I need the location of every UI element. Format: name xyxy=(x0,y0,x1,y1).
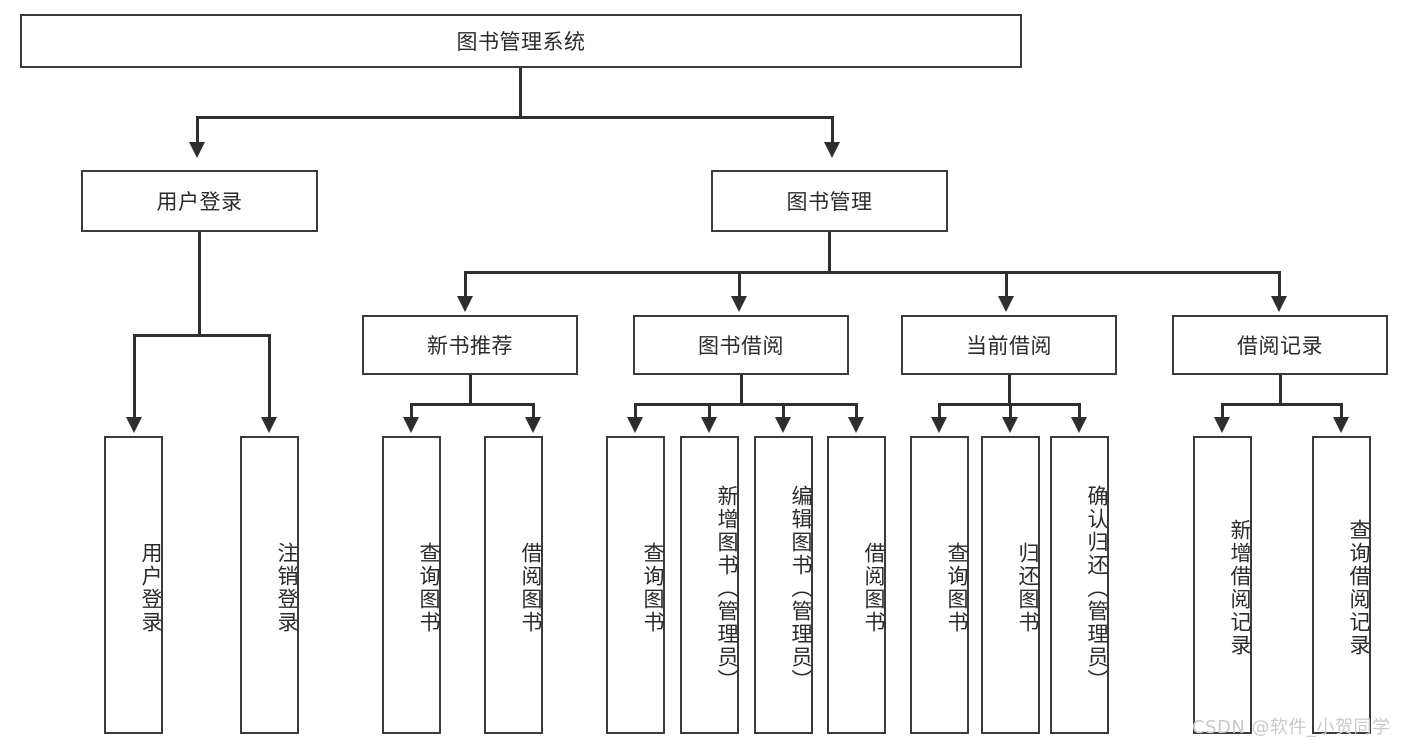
connector-to-leaf-query-book-3 xyxy=(938,403,941,418)
arrowhead-leaf-borrow-book-1 xyxy=(525,417,541,433)
connector-book-borrow-bus xyxy=(634,403,858,406)
node-user-login[interactable]: 用户登录 xyxy=(81,170,318,232)
arrowhead-leaf-user-login xyxy=(126,417,142,433)
connector-borrow-record-stem xyxy=(1279,375,1282,405)
connector-borrow-record-bus xyxy=(1221,403,1343,406)
leaf-node-edit-book[interactable]: 编辑图书（管理员） xyxy=(754,436,813,734)
leaf-node-add-record[interactable]: 新增借阅记录 xyxy=(1193,436,1252,734)
leaf-node-query-record[interactable]: 查询借阅记录 xyxy=(1312,436,1371,734)
connector-to-leaf-edit-book xyxy=(782,403,785,418)
connector-user-login-bus xyxy=(133,334,271,337)
node-label: 用户登录 xyxy=(139,542,163,634)
node-label: 借阅图书 xyxy=(519,542,543,634)
connector-to-leaf-user-login xyxy=(133,334,136,418)
connector-new-book-recommend-stem xyxy=(469,375,472,405)
node-label: 新书推荐 xyxy=(427,334,513,358)
arrowhead-leaf-return-book xyxy=(1002,417,1018,433)
connector-book-management-bus xyxy=(464,271,1281,274)
connector-book-management-stem xyxy=(828,232,831,273)
node-label: 编辑图书（管理员） xyxy=(789,484,813,692)
watermark-text: CSDN @软件_小贺同学 xyxy=(1192,717,1391,738)
node-label: 查询图书 xyxy=(641,542,665,634)
arrowhead-leaf-add-book xyxy=(701,417,717,433)
connector-to-leaf-add-book xyxy=(708,403,711,418)
node-label: 借阅记录 xyxy=(1237,334,1323,358)
node-book-management[interactable]: 图书管理 xyxy=(711,170,948,232)
connector-to-leaf-confirm-return xyxy=(1078,403,1081,418)
leaf-node-return-book[interactable]: 归还图书 xyxy=(981,436,1040,734)
arrowhead-leaf-borrow-book-2 xyxy=(848,417,864,433)
arrowhead-borrow-record xyxy=(1271,296,1287,312)
node-label: 图书管理系统 xyxy=(456,30,586,54)
node-label: 查询借阅记录 xyxy=(1347,519,1371,657)
node-label: 新增图书（管理员） xyxy=(715,484,739,692)
leaf-node-query-book-1[interactable]: 查询图书 xyxy=(382,436,441,734)
node-label: 注销登录 xyxy=(275,542,299,634)
leaf-node-query-book-3[interactable]: 查询图书 xyxy=(910,436,969,734)
node-label: 查询图书 xyxy=(945,542,969,634)
node-label: 借阅图书 xyxy=(862,542,886,634)
node-book-borrow[interactable]: 图书借阅 xyxy=(633,315,849,375)
leaf-node-add-book[interactable]: 新增图书（管理员） xyxy=(680,436,739,734)
connector-to-leaf-query-record xyxy=(1340,403,1343,418)
connector-to-borrow-record xyxy=(1278,271,1281,297)
connector-to-book-borrow xyxy=(738,271,741,297)
connector-to-leaf-logout-login xyxy=(268,334,271,418)
leaf-node-logout-login[interactable]: 注销登录 xyxy=(240,436,299,734)
csdn-watermark: CSDN @软件_小贺同学 xyxy=(1192,713,1391,739)
connector-root-to-book-management xyxy=(831,116,834,143)
connector-to-leaf-add-record xyxy=(1221,403,1224,418)
node-borrow-record[interactable]: 借阅记录 xyxy=(1172,315,1388,375)
arrowhead-leaf-add-record xyxy=(1214,417,1230,433)
connector-new-book-recommend-bus xyxy=(410,403,535,406)
arrowhead-leaf-query-book-2 xyxy=(627,417,643,433)
connector-to-leaf-borrow-book-1 xyxy=(532,403,535,418)
node-label: 当前借阅 xyxy=(966,334,1052,358)
leaf-node-confirm-return[interactable]: 确认归还（管理员） xyxy=(1050,436,1109,734)
arrowhead-leaf-edit-book xyxy=(775,417,791,433)
node-label: 图书管理 xyxy=(786,190,873,214)
connector-root-to-user-login xyxy=(196,116,199,143)
node-label: 查询图书 xyxy=(417,542,441,634)
connector-to-leaf-return-book xyxy=(1009,403,1012,418)
node-current-borrow[interactable]: 当前借阅 xyxy=(901,315,1117,375)
leaf-node-user-login[interactable]: 用户登录 xyxy=(104,436,163,734)
connector-to-new-book-recommend xyxy=(464,271,467,297)
connector-root-stem xyxy=(519,68,522,116)
arrowhead-leaf-query-record xyxy=(1333,417,1349,433)
node-new-book-recommend[interactable]: 新书推荐 xyxy=(362,315,578,375)
leaf-node-borrow-book-2[interactable]: 借阅图书 xyxy=(827,436,886,734)
arrowhead-book-management xyxy=(824,142,840,158)
node-label: 确认归还（管理员） xyxy=(1085,484,1109,692)
leaf-node-query-book-2[interactable]: 查询图书 xyxy=(606,436,665,734)
node-label: 图书借阅 xyxy=(698,334,784,358)
connector-book-borrow-stem xyxy=(740,375,743,405)
connector-user-login-stem xyxy=(198,232,201,336)
arrowhead-current-borrow xyxy=(998,296,1014,312)
arrowhead-leaf-query-book-1 xyxy=(403,417,419,433)
connector-to-leaf-query-book-1 xyxy=(410,403,413,418)
arrowhead-user-login xyxy=(189,142,205,158)
node-root-book-management-system[interactable]: 图书管理系统 xyxy=(20,14,1022,68)
node-label: 新增借阅记录 xyxy=(1228,519,1252,657)
connector-root-bus xyxy=(196,116,834,119)
leaf-node-borrow-book-1[interactable]: 借阅图书 xyxy=(484,436,543,734)
connector-current-borrow-stem xyxy=(1008,375,1011,405)
arrowhead-leaf-query-book-3 xyxy=(931,417,947,433)
connector-to-current-borrow xyxy=(1005,271,1008,297)
connector-to-leaf-query-book-2 xyxy=(634,403,637,418)
node-label: 用户登录 xyxy=(156,190,243,214)
arrowhead-leaf-logout-login xyxy=(261,417,277,433)
node-label: 归还图书 xyxy=(1016,542,1040,634)
connector-to-leaf-borrow-book-2 xyxy=(855,403,858,418)
arrowhead-leaf-confirm-return xyxy=(1071,417,1087,433)
arrowhead-book-borrow xyxy=(731,296,747,312)
arrowhead-new-book-recommend xyxy=(457,296,473,312)
